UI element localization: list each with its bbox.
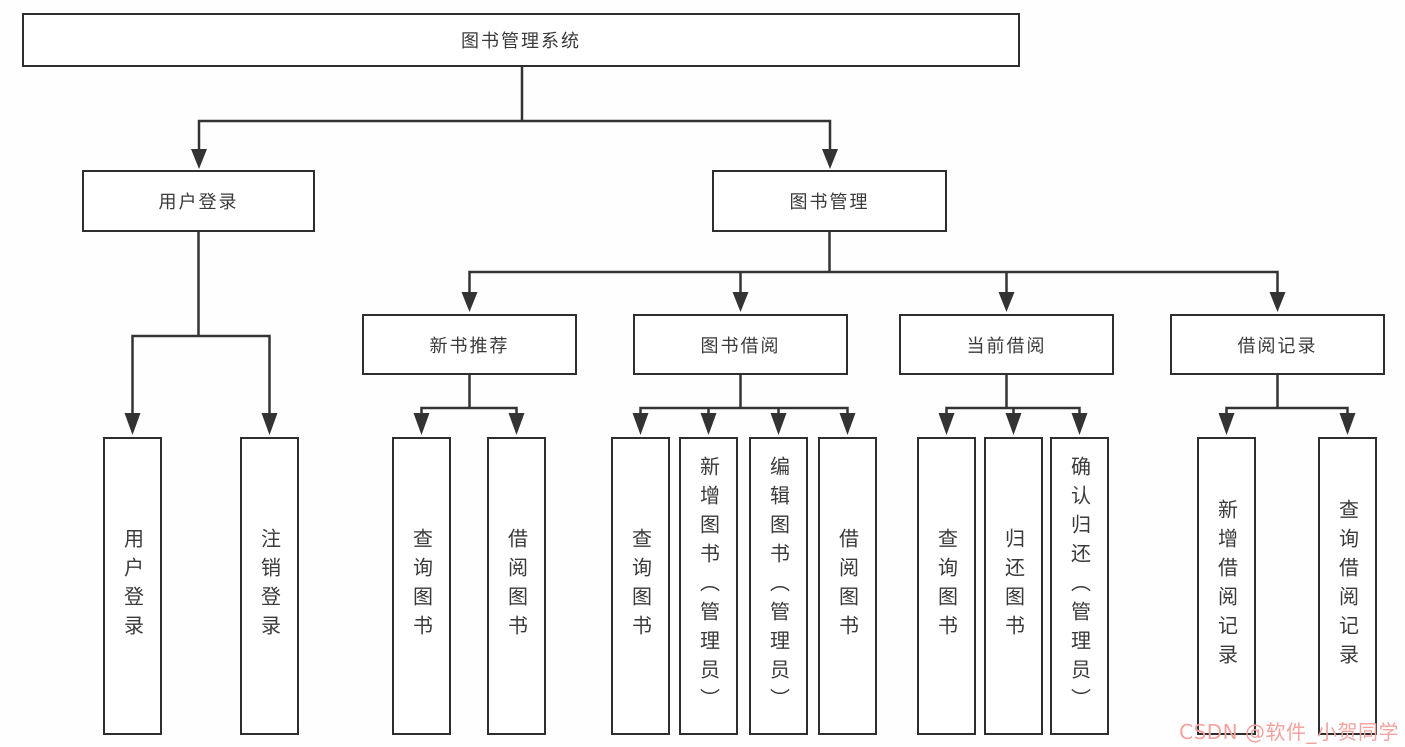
leaf-borrow-books-recommend: 借阅图书 xyxy=(487,437,546,735)
leaf-label: 查询借阅记录 xyxy=(1335,499,1360,673)
node-user-login: 用户登录 xyxy=(82,170,315,232)
leaf-add-borrow-record: 新增借阅记录 xyxy=(1197,437,1256,735)
node-label: 图书借阅 xyxy=(700,335,781,357)
leaf-return-books: 归还图书 xyxy=(984,437,1043,735)
connector-book-management-to-level3 xyxy=(461,232,1286,312)
leaf-add-books-admin: 新增图书（管理员） xyxy=(679,437,738,735)
connector-current-borrowing-branch xyxy=(938,375,1088,435)
leaf-label: 编辑图书（管理员） xyxy=(766,455,791,717)
leaf-label: 查询图书 xyxy=(409,528,434,644)
node-current-borrowing: 当前借阅 xyxy=(899,314,1114,375)
leaf-label: 新增借阅记录 xyxy=(1214,499,1239,673)
connector-new-book-branch xyxy=(413,375,525,435)
node-label: 借阅记录 xyxy=(1237,335,1318,357)
connector-book-borrowing-branch xyxy=(632,375,856,435)
node-new-book-recommend: 新书推荐 xyxy=(362,314,577,375)
leaf-label: 查询图书 xyxy=(628,528,653,644)
node-label: 当前借阅 xyxy=(966,335,1047,357)
connector-root-to-level2 xyxy=(191,67,838,169)
node-root-library-system: 图书管理系统 xyxy=(22,13,1020,67)
node-book-borrowing: 图书借阅 xyxy=(633,314,848,375)
leaf-logout: 注销登录 xyxy=(240,437,299,735)
node-label: 图书管理 xyxy=(789,192,870,213)
csdn-watermark: CSDN @软件_小贺同学 xyxy=(1179,720,1399,744)
connector-user-login-branch xyxy=(124,232,278,435)
leaf-query-books-borrowing: 查询图书 xyxy=(611,437,670,735)
leaf-user-login: 用户登录 xyxy=(103,437,162,735)
leaf-label: 用户登录 xyxy=(120,528,145,644)
leaf-label: 注销登录 xyxy=(257,528,282,644)
leaf-query-books-current: 查询图书 xyxy=(917,437,976,735)
leaf-query-books-recommend: 查询图书 xyxy=(392,437,451,735)
leaf-label: 借阅图书 xyxy=(835,528,860,644)
leaf-label: 归还图书 xyxy=(1001,528,1026,644)
leaf-label: 借阅图书 xyxy=(504,528,529,644)
leaf-confirm-return-admin: 确认归还（管理员） xyxy=(1050,437,1109,735)
leaf-label: 查询图书 xyxy=(934,528,959,644)
leaf-label: 确认归还（管理员） xyxy=(1067,455,1092,717)
node-borrow-records: 借阅记录 xyxy=(1170,314,1385,375)
leaf-query-borrow-record: 查询借阅记录 xyxy=(1318,437,1377,735)
leaf-label: 新增图书（管理员） xyxy=(696,455,721,717)
node-book-management: 图书管理 xyxy=(712,170,947,232)
leaf-borrow-books: 借阅图书 xyxy=(818,437,877,735)
node-label: 用户登录 xyxy=(158,192,239,213)
node-label: 图书管理系统 xyxy=(461,31,581,52)
connector-borrow-records-branch xyxy=(1218,375,1356,435)
node-label: 新书推荐 xyxy=(429,335,510,357)
leaf-edit-books-admin: 编辑图书（管理员） xyxy=(749,437,808,735)
